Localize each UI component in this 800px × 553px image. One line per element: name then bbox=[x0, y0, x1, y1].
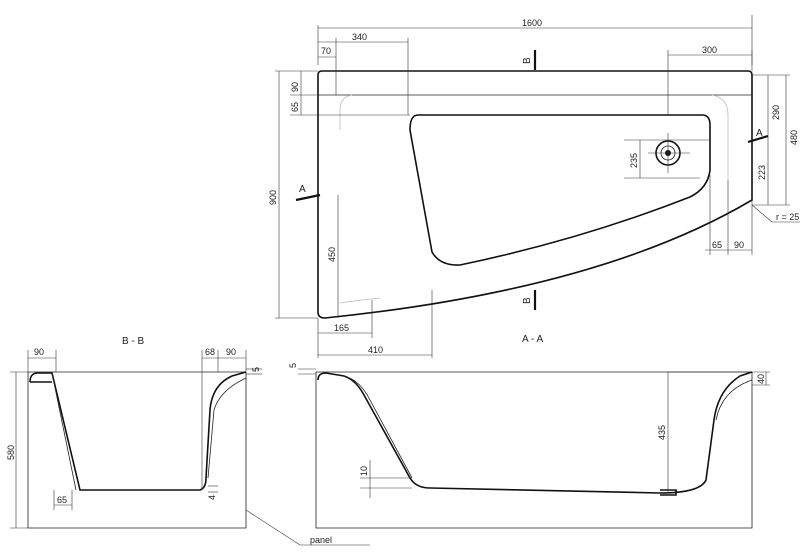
bb-dim-90-left: 90 bbox=[34, 347, 44, 357]
dim-90-top: 90 bbox=[290, 82, 300, 92]
dim-65-top: 65 bbox=[290, 102, 300, 112]
dim-70: 70 bbox=[321, 46, 331, 56]
panel-outline-aa bbox=[315, 372, 753, 529]
section-aa: 5 40 435 10 bbox=[288, 363, 770, 529]
aa-dim-435: 435 bbox=[657, 425, 667, 440]
tub-profile-bb bbox=[29, 371, 247, 491]
tub-profile-aa bbox=[317, 371, 753, 494]
dim-223: 223 bbox=[757, 165, 767, 180]
dim-90-right: 90 bbox=[734, 240, 744, 250]
radius-label: r = 25 bbox=[776, 212, 799, 222]
section-a-label-left: A bbox=[299, 184, 306, 195]
left-dimensions bbox=[275, 70, 410, 319]
aa-dim-5: 5 bbox=[288, 363, 298, 368]
bb-dim-68: 68 bbox=[205, 347, 215, 357]
aa-dim-40: 40 bbox=[756, 374, 766, 384]
section-b-label-top: B bbox=[522, 57, 533, 64]
dim-340: 340 bbox=[352, 32, 367, 42]
dim-290: 290 bbox=[771, 105, 781, 120]
section-bb-title: B - B bbox=[122, 336, 145, 347]
bb-dim-90-right: 90 bbox=[226, 347, 236, 357]
tub-outline-top bbox=[317, 70, 753, 319]
section-bb: B - B 90 bbox=[6, 336, 370, 546]
dim-165: 165 bbox=[334, 323, 349, 333]
dim-410: 410 bbox=[368, 345, 383, 355]
dim-450: 450 bbox=[327, 247, 337, 262]
right-dimensions bbox=[624, 74, 800, 255]
inner-rim-bottom bbox=[339, 297, 381, 304]
top-view: 1600 340 70 300 90 65 900 450 165 410 bbox=[268, 15, 800, 358]
section-b-label-bottom: B bbox=[522, 297, 533, 304]
dim-300: 300 bbox=[702, 45, 717, 55]
aa-dimensions bbox=[298, 368, 770, 498]
inner-rim bbox=[339, 94, 353, 130]
dim-480: 480 bbox=[789, 130, 799, 145]
dim-235: 235 bbox=[629, 153, 639, 168]
bb-dim-65: 65 bbox=[57, 495, 67, 505]
basin-outline bbox=[409, 114, 711, 266]
bb-dim-5: 5 bbox=[251, 367, 261, 372]
dim-900: 900 bbox=[268, 190, 278, 205]
bottom-dimensions bbox=[317, 290, 433, 358]
section-a-marker-right bbox=[747, 134, 769, 144]
drain-icon bbox=[648, 133, 690, 173]
inner-rim-right bbox=[711, 94, 729, 180]
section-a-marker-left bbox=[295, 193, 321, 202]
panel-outline bbox=[27, 372, 247, 529]
top-dimensions bbox=[317, 15, 753, 115]
panel-label: panel bbox=[310, 535, 332, 545]
section-aa-title: A - A bbox=[522, 334, 543, 345]
bb-dim-4: 4 bbox=[207, 495, 217, 500]
dim-total-width: 1600 bbox=[522, 18, 542, 28]
section-a-label-right: A bbox=[756, 128, 763, 139]
aa-dim-10: 10 bbox=[359, 466, 369, 476]
dim-65-right: 65 bbox=[712, 240, 722, 250]
bb-dim-580: 580 bbox=[6, 445, 16, 460]
bb-dimensions bbox=[10, 350, 370, 546]
